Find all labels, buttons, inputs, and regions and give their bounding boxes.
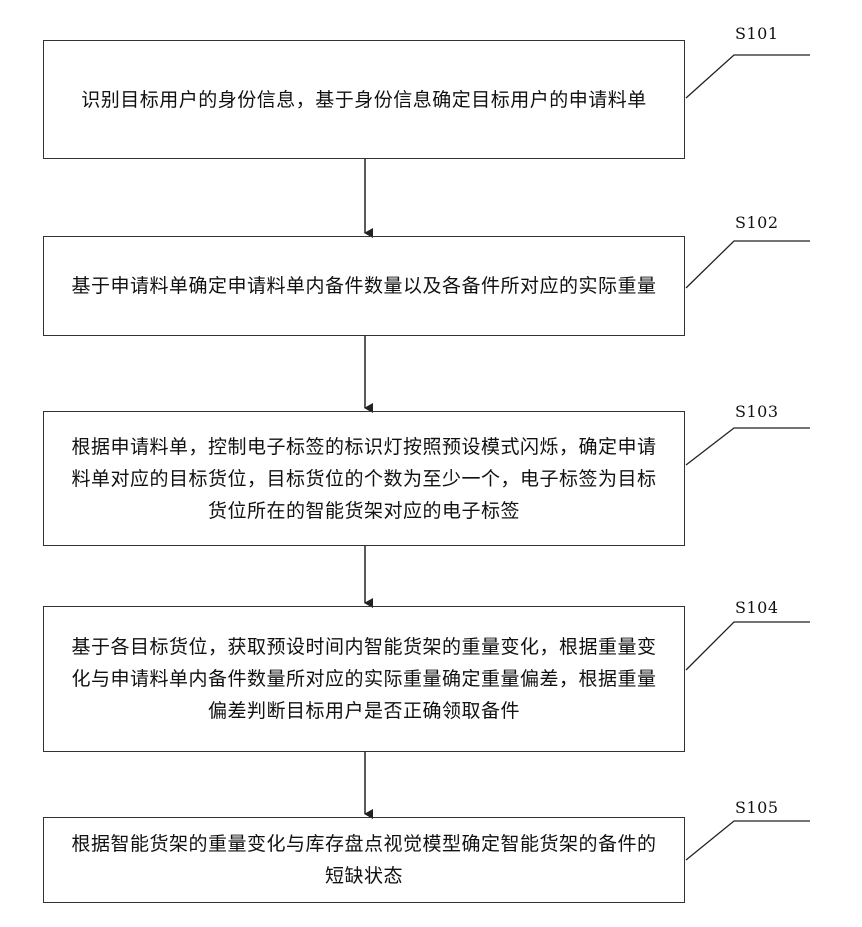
leader-s101 <box>686 55 810 98</box>
step-label-s103: S103 <box>735 402 779 421</box>
step-box-s101: 识别目标用户的身份信息，基于身份信息确定目标用户的申请料单 <box>43 40 685 159</box>
step-text-s101: 识别目标用户的身份信息，基于身份信息确定目标用户的申请料单 <box>81 84 647 116</box>
step-box-s104: 基于各目标货位，获取预设时间内智能货架的重量变化，根据重量变化与申请料单内备件数… <box>43 606 685 752</box>
leader-s105 <box>686 821 810 860</box>
step-text-s103: 根据申请料单，控制电子标签的标识灯按照预设模式闪烁，确定申请料单对应的目标货位，… <box>62 431 666 527</box>
step-text-s102: 基于申请料单确定申请料单内备件数量以及各备件所对应的实际重量 <box>71 270 656 302</box>
step-label-s105: S105 <box>735 798 779 817</box>
leader-s104 <box>686 622 810 670</box>
step-text-s105: 根据智能货架的重量变化与库存盘点视觉模型确定智能货架的备件的短缺状态 <box>62 828 666 892</box>
step-label-s104: S104 <box>735 598 779 617</box>
step-label-s102: S102 <box>735 213 779 232</box>
step-box-s103: 根据申请料单，控制电子标签的标识灯按照预设模式闪烁，确定申请料单对应的目标货位，… <box>43 411 685 546</box>
leader-s102 <box>686 241 810 288</box>
step-box-s105: 根据智能货架的重量变化与库存盘点视觉模型确定智能货架的备件的短缺状态 <box>43 817 685 903</box>
step-label-s101: S101 <box>735 24 779 43</box>
step-text-s104: 基于各目标货位，获取预设时间内智能货架的重量变化，根据重量变化与申请料单内备件数… <box>62 631 666 727</box>
leader-s103 <box>686 428 810 465</box>
step-box-s102: 基于申请料单确定申请料单内备件数量以及各备件所对应的实际重量 <box>43 236 685 336</box>
